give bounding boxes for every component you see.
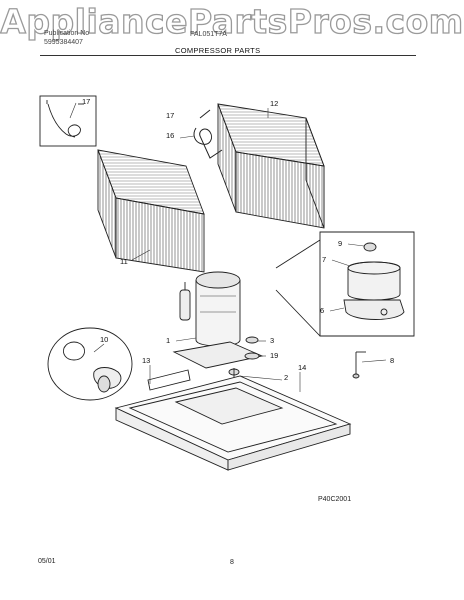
callout-1: 1 xyxy=(166,336,170,345)
callout-12: 12 xyxy=(270,99,278,108)
terminal-cover-inset xyxy=(275,231,415,337)
evaporator-coil xyxy=(97,149,205,273)
callout-16: 16 xyxy=(166,131,174,140)
base-pan xyxy=(114,375,352,471)
section-title: COMPRESSOR PARTS xyxy=(175,46,261,55)
watermark: AppliancePartsPros.com xyxy=(0,1,464,41)
publication-label: Publication No xyxy=(44,30,90,37)
fan-motor-inset xyxy=(47,327,133,401)
condenser-coil xyxy=(217,103,325,229)
tube-fitting xyxy=(352,351,366,379)
callout-10: 10 xyxy=(100,335,108,344)
publication-number: 5995384407 xyxy=(44,39,83,46)
capillary-tube-inset xyxy=(39,95,97,147)
footer-page-number: 8 xyxy=(230,559,234,566)
compressor xyxy=(172,271,264,369)
callout-6: 6 xyxy=(320,306,324,315)
callout-14: 14 xyxy=(298,363,306,372)
callout-13: 13 xyxy=(142,356,150,365)
callout-3: 3 xyxy=(270,336,274,345)
callout-9: 9 xyxy=(338,239,342,248)
model-number: FAL051T7A xyxy=(190,31,227,38)
connecting-tube xyxy=(193,109,223,159)
callout-2: 2 xyxy=(284,373,288,382)
callout-7: 7 xyxy=(322,255,326,264)
header-rule xyxy=(40,55,416,56)
leader-lines xyxy=(69,102,387,392)
callout-8: 8 xyxy=(390,356,394,365)
callout-19: 19 xyxy=(270,351,278,360)
callout-17: 17 xyxy=(166,111,174,120)
diagram-code: P40C2001 xyxy=(318,496,352,503)
callout-11: 11 xyxy=(120,257,128,266)
mounting-bracket xyxy=(147,369,191,391)
callout-17-inset: 17 xyxy=(82,97,90,106)
footer-date: 05/01 xyxy=(38,558,56,565)
